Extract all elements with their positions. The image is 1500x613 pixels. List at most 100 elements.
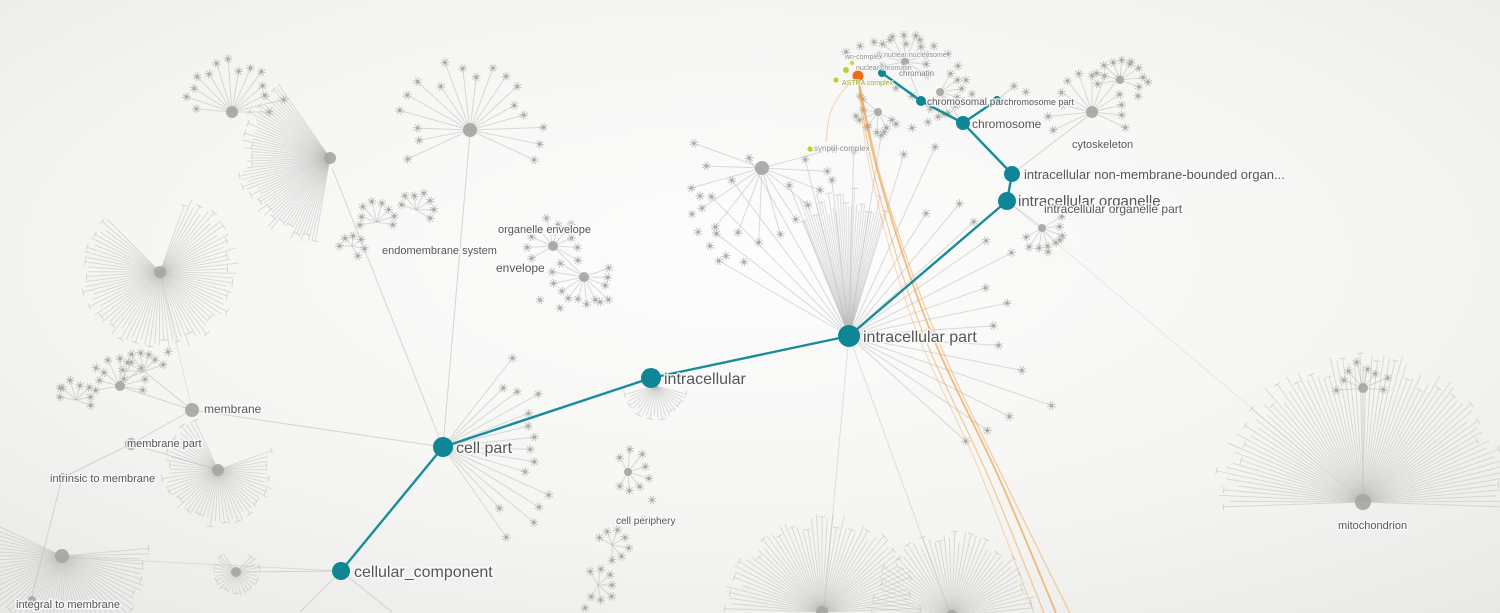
leaf-node[interactable] [849, 146, 859, 155]
cluster-hub-node[interactable] [226, 106, 238, 118]
leaf-node[interactable] [414, 135, 424, 145]
leaf-node[interactable] [600, 281, 610, 291]
leaf-node[interactable] [607, 591, 617, 601]
term-label[interactable]: envelope [495, 260, 547, 277]
leaf-node[interactable] [1009, 81, 1019, 91]
leaf-node[interactable] [1043, 111, 1053, 121]
leaf-node[interactable] [340, 233, 350, 243]
cluster-hub-node[interactable] [1086, 106, 1098, 118]
leaf-node[interactable] [969, 217, 979, 227]
leaf-node[interactable] [402, 90, 412, 100]
leaf-node[interactable] [929, 41, 939, 51]
leaf-node[interactable] [1051, 238, 1061, 248]
leaf-node[interactable] [211, 58, 221, 68]
leaf-node[interactable] [563, 293, 573, 303]
leaf-node[interactable] [1378, 385, 1388, 395]
leaf-node[interactable] [710, 222, 720, 232]
node-label-intracellular-organelle[interactable]: intracellular organelle [1017, 192, 1163, 212]
leaf-node[interactable] [523, 421, 533, 431]
leaf-node[interactable] [647, 495, 657, 505]
leaf-node[interactable] [1117, 55, 1127, 65]
term-label[interactable]: nuclear nucleosome [883, 51, 947, 60]
leaf-node[interactable] [1055, 222, 1065, 232]
leaf-node[interactable] [512, 387, 522, 397]
term-label[interactable]: organelle envelope [497, 223, 593, 238]
leaf-node[interactable] [887, 32, 897, 42]
leaf-node[interactable] [1048, 125, 1058, 135]
leaf-node[interactable] [953, 61, 963, 71]
leaf-node[interactable] [413, 77, 422, 87]
leaf-node[interactable] [534, 502, 544, 512]
cluster-hub-node[interactable] [816, 606, 828, 613]
leaf-node[interactable] [689, 138, 699, 148]
term-label[interactable]: endomembrane system [381, 244, 499, 259]
leaf-node[interactable] [961, 436, 971, 446]
accent-node[interactable] [849, 60, 855, 66]
leaf-node[interactable] [705, 241, 715, 251]
leaf-node[interactable] [355, 220, 365, 230]
leaf-node[interactable] [1056, 88, 1066, 97]
term-label[interactable]: nuclear chromatin [855, 64, 912, 73]
cluster-hub-node[interactable] [579, 272, 589, 282]
leaf-node[interactable] [534, 225, 544, 235]
leaf-node[interactable] [395, 105, 405, 115]
leaf-node[interactable] [620, 533, 630, 542]
leaf-node[interactable] [967, 89, 977, 99]
leaf-node[interactable] [91, 385, 101, 395]
leaf-node[interactable] [1117, 110, 1127, 120]
leaf-node[interactable] [921, 50, 931, 60]
leaf-node[interactable] [580, 603, 590, 613]
leaf-node[interactable] [706, 192, 716, 202]
leaf-node[interactable] [1143, 77, 1153, 87]
leaf-node[interactable] [953, 99, 963, 109]
leaf-node[interactable] [739, 257, 749, 267]
leaf-node[interactable] [384, 205, 394, 215]
leaf-node[interactable] [733, 227, 743, 238]
term-label[interactable]: ASTRA complex [841, 79, 894, 88]
leaf-node[interactable] [855, 41, 865, 51]
cluster-hub-node[interactable] [324, 152, 336, 164]
leaf-node[interactable] [1007, 248, 1017, 258]
node-label-intracellular-non-membrane-bounded-organelle[interactable]: intracellular non-membrane-bounded organ… [1023, 166, 1287, 184]
leaf-node[interactable] [744, 153, 754, 163]
cluster-hub-node[interactable] [28, 596, 36, 604]
leaf-node[interactable] [1339, 375, 1349, 385]
leaf-node[interactable] [367, 197, 377, 207]
leaf-node[interactable] [1117, 100, 1127, 110]
leaf-node[interactable] [572, 242, 582, 252]
node-label-chromosomal-part[interactable]: chromosomal part [926, 96, 1009, 110]
leaf-node[interactable] [436, 81, 446, 91]
node-label-intracellular-part[interactable]: intracellular part [862, 328, 979, 348]
leaf-node[interactable] [573, 294, 583, 304]
cluster-hub-node[interactable] [185, 403, 199, 417]
node-cellular-component[interactable] [332, 562, 350, 580]
leaf-node[interactable] [754, 237, 764, 247]
leaf-node[interactable] [803, 200, 813, 210]
leaf-node[interactable] [501, 71, 511, 81]
leaf-node[interactable] [617, 551, 627, 561]
leaf-node[interactable] [615, 453, 625, 462]
leaf-node[interactable] [525, 444, 535, 454]
leaf-node[interactable] [425, 196, 435, 206]
leaf-node[interactable] [99, 368, 109, 378]
leaf-node[interactable] [1099, 60, 1109, 70]
cluster-hub-node[interactable] [154, 266, 166, 278]
node-chromosomal-part[interactable] [916, 96, 926, 106]
node-cell-part[interactable] [433, 437, 453, 457]
leaf-node[interactable] [566, 219, 576, 229]
leaf-node[interactable] [1115, 89, 1125, 99]
leaf-node[interactable] [981, 283, 990, 293]
leaf-node[interactable] [988, 321, 998, 331]
accent-node[interactable] [807, 146, 813, 152]
leaf-node[interactable] [1017, 366, 1027, 375]
leaf-node[interactable] [400, 191, 410, 201]
leaf-node[interactable] [358, 202, 368, 212]
leaf-node[interactable] [686, 183, 696, 193]
leaf-node[interactable] [535, 295, 545, 305]
cluster-hub-node[interactable] [1355, 494, 1371, 510]
leaf-node[interactable] [1021, 232, 1031, 242]
leaf-node[interactable] [612, 525, 623, 535]
leaf-node[interactable] [1055, 235, 1065, 245]
term-label[interactable]: intrinsic to membrane [49, 472, 157, 487]
cluster-hub-node[interactable] [463, 123, 477, 137]
